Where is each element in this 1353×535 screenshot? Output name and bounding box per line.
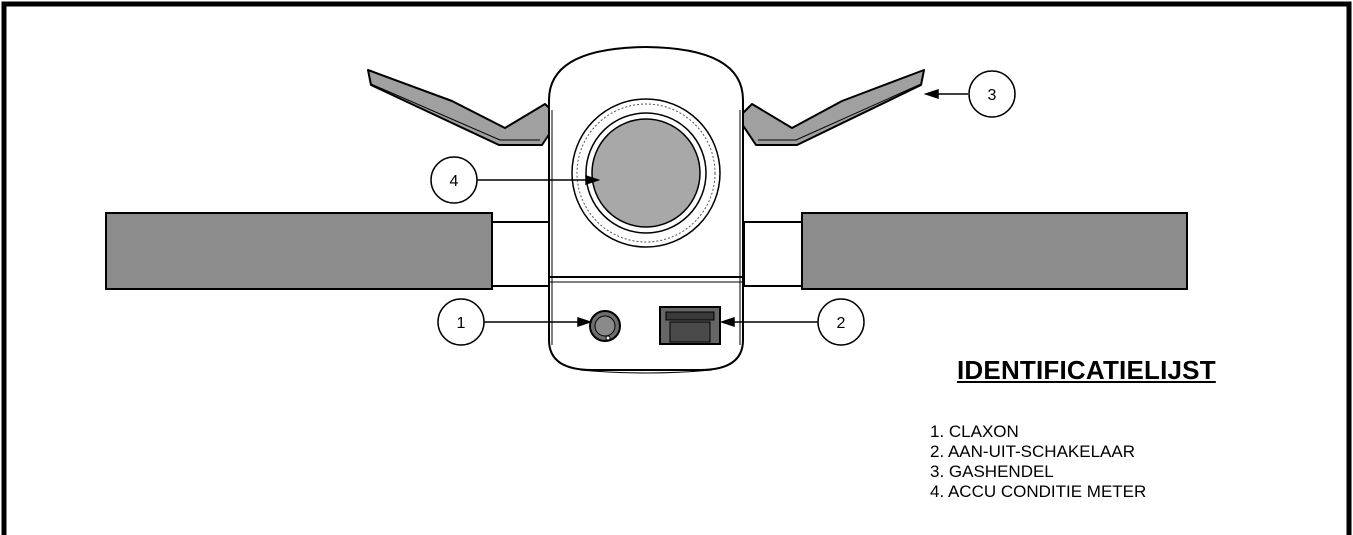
right-grip [801,212,1188,290]
on-off-switch [659,306,721,345]
left-grip [105,212,493,290]
legend-item-claxon: 1. CLAXON [930,422,1019,441]
horn-button [589,310,621,342]
legend-title: IDENTIFICATIELIJST [957,355,1216,385]
legend-item-accu-conditie-meter: 4. ACCU CONDITIE METER [930,482,1147,501]
callout-4-number: 4 [450,173,459,190]
battery-condition-meter [571,98,721,248]
legend-item-gashendel: 3. GASHENDEL [930,462,1054,481]
leader-lines [477,88,968,328]
callout-1: 1 [437,298,485,346]
callout-1-number: 1 [457,315,466,332]
legend-list: 1. CLAXON 2. AAN-UIT-SCHAKELAAR 3. GASHE… [930,422,1146,502]
callout-3: 3 [968,70,1016,118]
callout-2-number: 2 [837,315,846,332]
callout-2: 2 [817,298,865,346]
callout-3-number: 3 [988,87,997,104]
legend-item-aan-uit-schakelaar: 2. AAN-UIT-SCHAKELAAR [930,442,1136,461]
callout-4: 4 [430,156,478,204]
